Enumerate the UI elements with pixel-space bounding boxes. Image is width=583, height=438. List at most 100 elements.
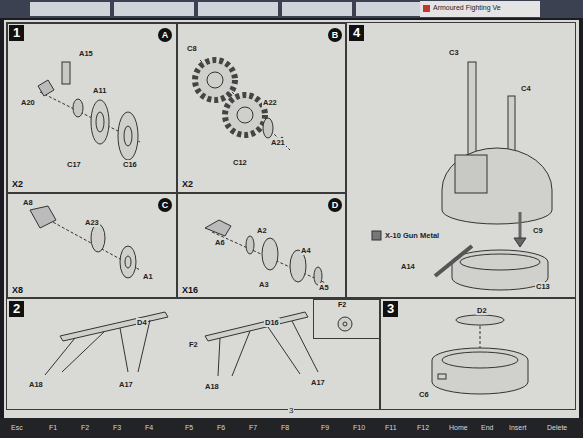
key-label: F6: [216, 424, 226, 431]
paper: [4, 20, 579, 418]
quantity-label: X8: [12, 285, 23, 295]
return-roller-assembly: [246, 236, 254, 254]
cupola-assembly: [456, 315, 504, 325]
part-label: C8: [186, 44, 198, 53]
part-label: A18: [28, 380, 44, 389]
turret-assembly: [442, 148, 552, 224]
part-label: A1: [142, 272, 154, 281]
idler-wheel-assembly: [38, 62, 140, 160]
suspension-assembly: [218, 321, 318, 376]
keyboard: [0, 418, 583, 438]
part-label: C12: [232, 158, 248, 167]
part-label: A17: [118, 380, 134, 389]
idler-wheel-assembly: [73, 99, 83, 117]
browser-bar: [0, 0, 583, 18]
browser-bar: [114, 2, 194, 16]
browser-bar: [30, 2, 110, 16]
part-label: A5: [318, 283, 330, 292]
idler-wheel-assembly: [91, 100, 109, 144]
cupola-assembly: [438, 374, 446, 379]
return-roller-assembly: [212, 232, 330, 285]
part-label: F2: [188, 340, 199, 349]
road-wheel-assembly: [30, 206, 56, 228]
browser-bar: [198, 2, 278, 16]
part-label: D2: [476, 306, 488, 315]
browser-bar: [423, 5, 430, 12]
step-number: 1: [9, 25, 24, 41]
part-label: A4: [300, 246, 312, 255]
part-label: A22: [262, 98, 278, 107]
browser-bar: [420, 1, 540, 17]
part-label: C4: [520, 84, 532, 93]
part-label: A21: [270, 138, 286, 147]
key-label: Home: [448, 424, 469, 431]
turret-assembly: [435, 246, 472, 276]
key-label: F5: [184, 424, 194, 431]
part-label: C3: [448, 48, 460, 57]
sprocket-assembly: [195, 60, 235, 100]
key-label: End: [480, 424, 494, 431]
step-panel: 4: [346, 22, 576, 298]
part-label: A14: [400, 262, 416, 271]
key-label: F3: [112, 424, 122, 431]
key-label: F8: [280, 424, 290, 431]
key-label: Delete: [546, 424, 568, 431]
tab-title: Armoured Fighting Ve: [432, 4, 502, 11]
quantity-label: X2: [12, 179, 23, 189]
paper: [4, 20, 579, 418]
part-label: A2: [256, 226, 268, 235]
key-label: Esc: [10, 424, 24, 431]
part-label: A20: [20, 98, 36, 107]
sub-step-panel: BX2: [177, 23, 347, 193]
road-wheel-assembly: [120, 246, 136, 278]
part-label: D16: [264, 318, 280, 327]
part-label: C13: [535, 282, 551, 291]
browser-bar: [0, 0, 583, 18]
turret-assembly: [514, 238, 526, 247]
part-label: A3: [258, 280, 270, 289]
part-label: A17: [310, 378, 326, 387]
road-wheel-assembly: [40, 215, 140, 270]
sub-step-letter: A: [158, 28, 172, 42]
quantity-label: X16: [182, 285, 198, 295]
quantity-label: X2: [182, 179, 193, 189]
key-label: F12: [416, 424, 430, 431]
key-label: F1: [48, 424, 58, 431]
cupola-assembly: [432, 348, 528, 394]
cupola-assembly: [442, 352, 518, 368]
step-panel: 2F2: [6, 298, 380, 410]
part-label: F2: [338, 301, 346, 308]
return-roller-assembly: [205, 220, 330, 285]
step-panel: 1AX2BX2CX8DX16: [6, 22, 346, 298]
suspension-assembly: [343, 322, 347, 326]
key-label: F9: [320, 424, 330, 431]
key-label: F2: [80, 424, 90, 431]
sprocket-assembly: [263, 118, 273, 138]
part-label: A11: [92, 86, 107, 95]
return-roller-assembly: [205, 220, 231, 236]
idler-wheel-assembly: [96, 112, 104, 132]
suspension-assembly: [45, 312, 352, 376]
inset-box: F2: [313, 299, 381, 339]
turret-assembly: [452, 250, 548, 290]
road-wheel-assembly: [30, 206, 140, 278]
part-label: C9: [532, 226, 544, 235]
part-label: A18: [204, 382, 220, 391]
sprocket-assembly: [195, 60, 290, 150]
key-label: F7: [248, 424, 258, 431]
part-label: A8: [22, 198, 34, 207]
idler-wheel-assembly: [118, 112, 138, 160]
part-label: C16: [122, 160, 138, 169]
turret-assembly: [460, 254, 540, 270]
suspension-assembly: [338, 317, 352, 331]
part-label: C17: [66, 160, 82, 169]
step-number: 4: [349, 25, 364, 41]
sprocket-assembly: [207, 72, 223, 88]
road-wheel-assembly: [125, 256, 131, 268]
idler-wheel-assembly: [124, 126, 132, 146]
key-label: F4: [144, 424, 154, 431]
part-label: A15: [78, 49, 94, 58]
suspension-assembly: [205, 312, 308, 341]
road-wheel-assembly: [91, 224, 105, 252]
keyboard: [0, 418, 583, 438]
